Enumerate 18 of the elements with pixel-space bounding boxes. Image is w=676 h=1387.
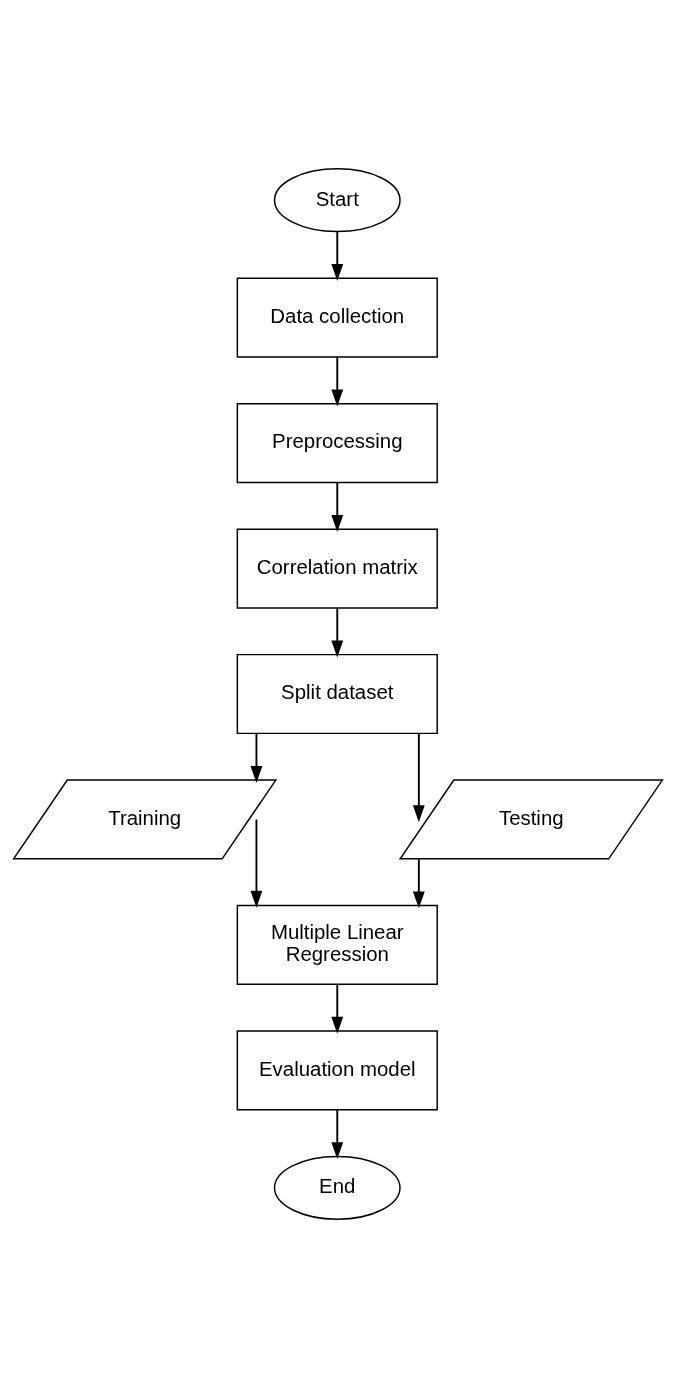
arrow: [331, 481, 344, 532]
node-box: Correlation matrix: [236, 527, 438, 609]
node-box: Split dataset: [236, 653, 438, 734]
node-box: Preprocessing: [236, 402, 438, 483]
arrow: [331, 230, 344, 281]
node-ellipse: End: [273, 1155, 401, 1220]
node-ellipse: Start: [273, 167, 401, 232]
node-box: Evaluation model: [236, 1029, 438, 1110]
arrow: [250, 732, 263, 783]
arrow: [412, 857, 425, 908]
arrow: [331, 1108, 344, 1159]
arrow: [331, 983, 344, 1034]
node-box: Data collection: [236, 277, 438, 358]
arrow: [412, 732, 425, 822]
node-box: Multiple Linear Regression: [236, 904, 438, 985]
arrow: [250, 818, 263, 908]
arrow: [331, 606, 344, 657]
arrow: [331, 355, 344, 407]
